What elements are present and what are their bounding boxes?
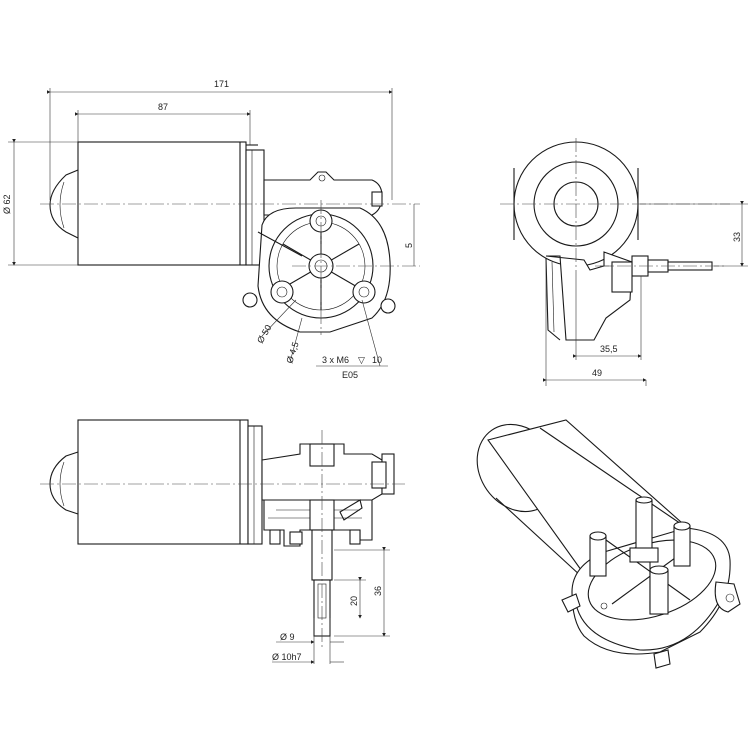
dim-shaft-flat-length: 20 xyxy=(349,596,359,606)
dim-bore: Ø 4,5 xyxy=(284,341,300,365)
dim-standard: E05 xyxy=(342,370,358,380)
dim-overall-length: 171 xyxy=(214,79,229,89)
dim-gear-width: 49 xyxy=(592,368,602,378)
dim-motor-diameter: Ø 62 xyxy=(2,194,12,214)
dim-shaft-diameter-small: Ø 9 xyxy=(280,632,295,642)
isometric-view xyxy=(476,419,741,669)
dim-thread-depth-symbol: ▽ xyxy=(358,355,365,365)
dim-shaft-diameter-fit: Ø 10h7 xyxy=(272,652,302,662)
dim-thread: 3 x M6 xyxy=(322,355,349,365)
dim-shaft-offset: 5 xyxy=(404,243,414,248)
side-view: 33 35,5 49 xyxy=(500,138,748,386)
dim-shaft-length-total: 36 xyxy=(373,586,383,596)
dim-motor-length: 87 xyxy=(158,102,168,112)
dim-shaft-center: 35,5 xyxy=(600,344,618,354)
front-view: 171 87 Ø 62 xyxy=(2,79,420,380)
dim-thread-depth: 10 xyxy=(372,355,382,365)
dim-shaft-height: 33 xyxy=(732,232,742,242)
top-view: 36 20 Ø 9 Ø 10h7 xyxy=(40,419,405,664)
